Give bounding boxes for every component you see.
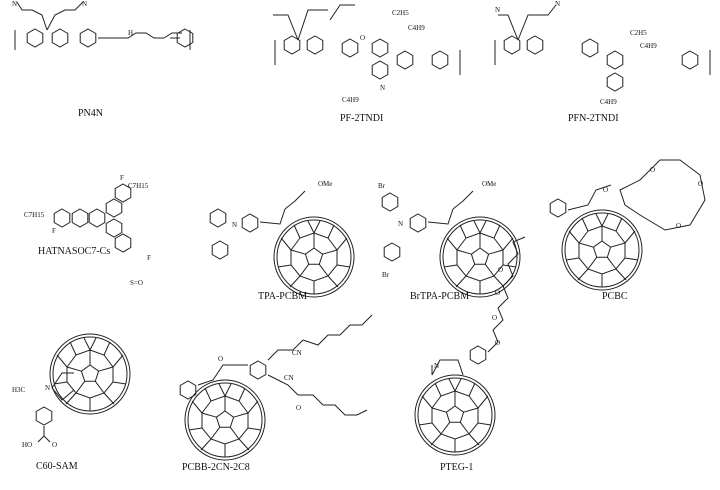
atom-n: N <box>232 221 237 229</box>
atom-c2h5: C2H5 <box>392 9 409 17</box>
compound-label: PN4N <box>78 108 103 119</box>
compound-tpa-pcbm: N OMe TPA-PCBM <box>209 180 355 302</box>
atom-o: O <box>698 180 703 188</box>
atom-o: O <box>603 186 608 194</box>
compound-pcbc: O O O O PCBC <box>549 159 706 302</box>
atom-o: O <box>492 314 497 322</box>
atom-o: O <box>676 222 681 230</box>
atom-c7h15: C7H15 <box>128 182 149 190</box>
compound-label: PF-2TNDI <box>340 113 383 124</box>
compound-hatnasoc7: F C7H15 C7H15 F F S=O HATNASOC7-Cs <box>24 174 151 287</box>
atom-n: N <box>434 362 439 370</box>
atom-cn: CN <box>292 349 302 357</box>
compound-label: PCBC <box>602 291 628 302</box>
atom-so: S=O <box>130 279 143 287</box>
compound-c60-sam: H3C N HO O C60-SAM <box>12 333 131 472</box>
atom-o: O <box>495 289 500 297</box>
compound-pf-2tndi: C2H5 C4H9 O N C4H9 PF-2TNDI <box>273 4 461 124</box>
atom-o: O <box>495 339 500 347</box>
atom-o: O <box>650 166 655 174</box>
compound-pcbb-2cn-2c8: O CN CN O PCBB-2CN-2C8 <box>179 314 373 473</box>
atom-n: N <box>398 220 403 228</box>
atom-n: N <box>495 6 500 14</box>
atom-c4h9: C4H9 <box>640 42 657 50</box>
atom-ho: HO <box>22 441 32 449</box>
compound-label: PFN-2TNDI <box>568 113 619 124</box>
compound-pteg-1: N O O O O PTEG-1 <box>414 236 526 473</box>
atom-f: F <box>120 174 124 182</box>
atom-br: Br <box>382 271 390 279</box>
atom-c4h9: C4H9 <box>342 96 359 104</box>
atom-f: F <box>147 254 151 262</box>
atom-c7h15: C7H15 <box>24 211 45 219</box>
atom-o: O <box>52 441 57 449</box>
atom-c4h9: C4H9 <box>600 98 617 106</box>
compound-label: C60-SAM <box>36 461 78 472</box>
atom-c2h5: C2H5 <box>630 29 647 37</box>
atom-o: O <box>296 404 301 412</box>
compound-brtpa-pcbm: Br N Br OMe BrTPA-PCBM <box>378 180 521 302</box>
compound-pn4n: H N N PN4N <box>12 0 194 119</box>
compound-label: PCBB-2CN-2C8 <box>182 462 250 473</box>
atom-br: Br <box>378 182 386 190</box>
atom-o: O <box>360 34 365 42</box>
atom-h3c: H3C <box>12 386 26 394</box>
atom-o: O <box>218 355 223 363</box>
atom-cn: CN <box>284 374 294 382</box>
atom-n: N <box>555 0 560 8</box>
compound-pfn-2tndi: N N C2H5 C4H9 C4H9 PFN-2TNDI <box>494 0 711 124</box>
compound-label: TPA-PCBM <box>258 291 307 302</box>
atom-n: N <box>82 0 87 8</box>
atom-nh: H <box>128 29 133 37</box>
compound-label: BrTPA-PCBM <box>410 291 469 302</box>
atom-n: N <box>45 384 50 392</box>
atom-n: N <box>380 84 385 92</box>
atom-o: O <box>498 266 503 274</box>
compound-label: HATNASOC7-Cs <box>38 246 110 257</box>
atom-c4h9: C4H9 <box>408 24 425 32</box>
atom-ome: OMe <box>318 180 332 188</box>
atom-ome: OMe <box>482 180 496 188</box>
compound-label: PTEG-1 <box>440 462 473 473</box>
atom-n: N <box>12 0 17 8</box>
atom-f: F <box>52 227 56 235</box>
